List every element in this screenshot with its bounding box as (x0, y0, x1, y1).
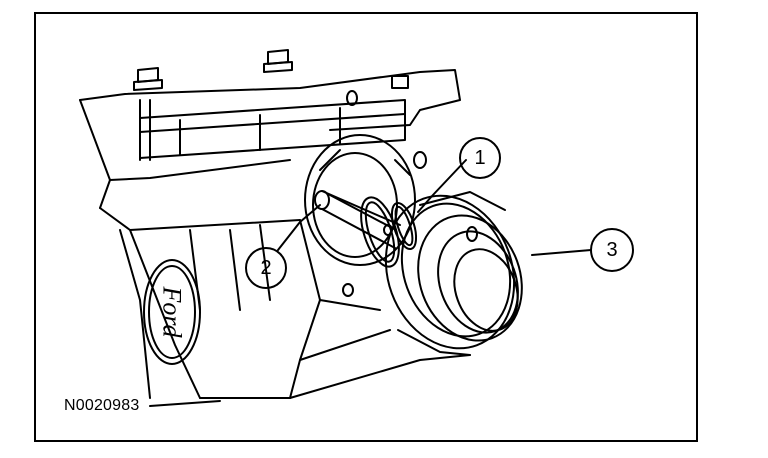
callout-2-leader (277, 204, 321, 251)
callout-3-circle (590, 228, 634, 272)
figure-id: N0020983 (64, 397, 140, 414)
engine-block (79, 69, 471, 399)
o-ring-large (360, 196, 400, 268)
callout-1-number: 1 (474, 147, 485, 169)
figure-id-leader (149, 400, 221, 407)
callout-3-leader (531, 249, 592, 256)
bolt-head (263, 49, 293, 73)
cross-rail (139, 99, 406, 159)
o-ring-small (390, 201, 418, 251)
callout-2-circle (245, 247, 287, 289)
callout-2-number: 2 (260, 257, 271, 279)
pump-assembly (384, 191, 523, 356)
callout-3-number: 3 (606, 239, 617, 261)
pump-bore (304, 134, 416, 266)
ford-logo (143, 259, 201, 365)
figure-frame (34, 12, 698, 442)
callout-1-circle (459, 137, 501, 179)
bolt-head (133, 67, 163, 91)
ford-logo-text: Ford (158, 285, 187, 338)
bolt-head (391, 75, 409, 89)
callout-1-leader (417, 159, 467, 213)
